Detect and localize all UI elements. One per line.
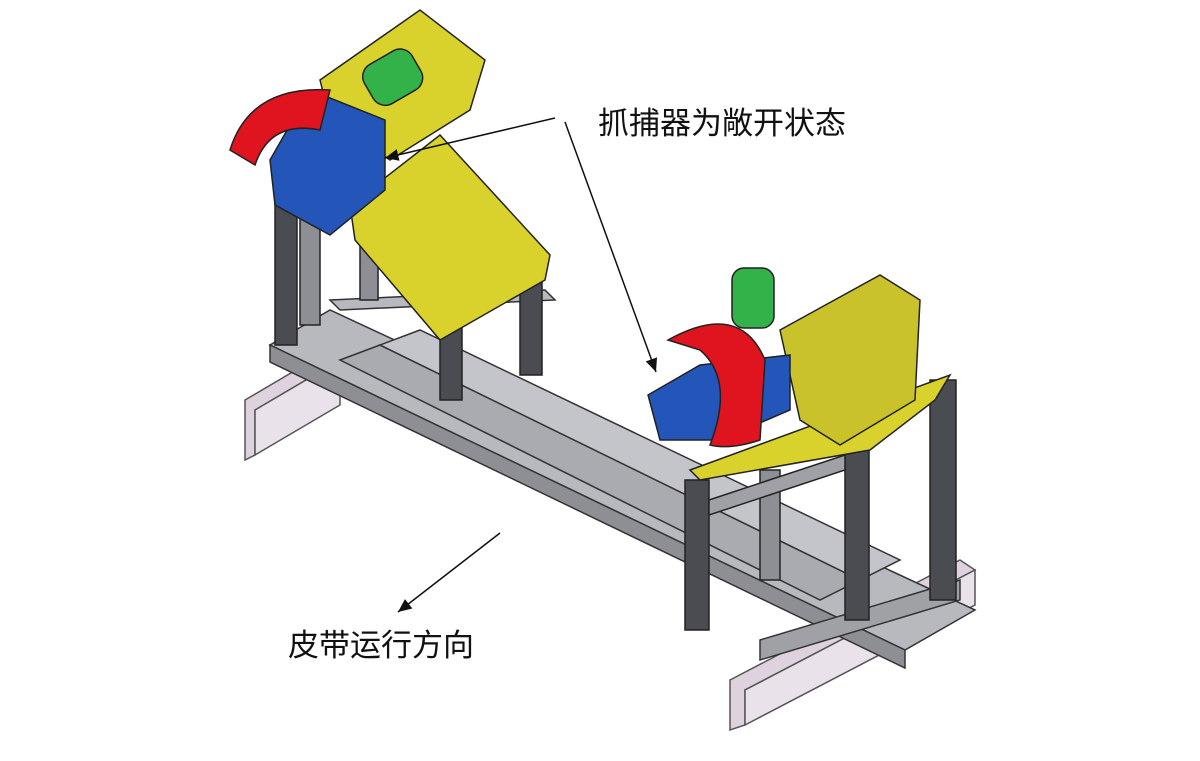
right-gearbox [779, 274, 921, 446]
left-catcher-unit [229, 9, 551, 341]
left-motor [361, 48, 424, 107]
catcher-open-label: 抓捕器为敞开状态 [598, 106, 846, 142]
left-jaw [229, 88, 331, 167]
belt-direction-arrow [397, 532, 501, 613]
leader-line-left-catcher [384, 117, 556, 161]
leader-line-right-catcher [564, 121, 658, 373]
right-jaw [666, 323, 766, 448]
left-mount-plate [349, 133, 551, 341]
right-catcher-unit [647, 267, 952, 481]
right-uprights [684, 379, 957, 631]
belt-direction-label: 皮带运行方向 [288, 628, 474, 664]
right-motor [731, 267, 775, 329]
